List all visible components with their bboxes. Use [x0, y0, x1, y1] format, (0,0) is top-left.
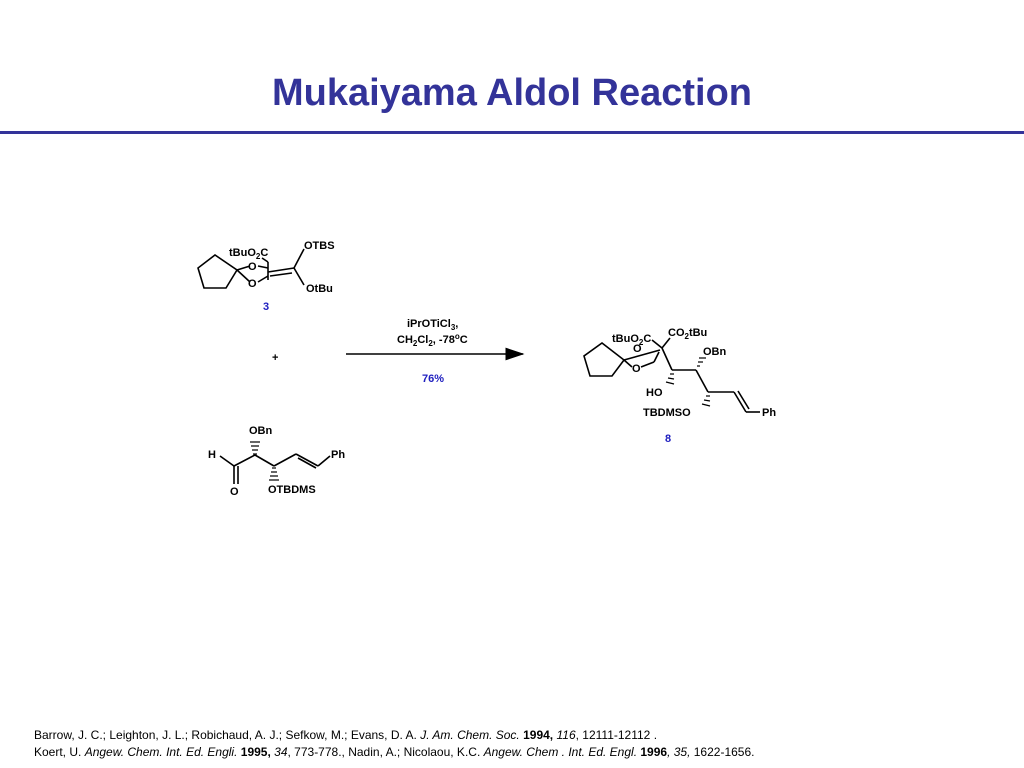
reactant-3-otbu-label: OtBu — [306, 283, 333, 295]
references: Barrow, J. C.; Leighton, J. L.; Robichau… — [34, 727, 1014, 761]
conditions-reagent: iPrOTiCl3, — [407, 318, 458, 332]
compound-number-8: 8 — [665, 433, 671, 445]
product-co2tbu-label: CO2tBu — [668, 327, 707, 341]
slide-title: Mukaiyama Aldol Reaction — [271, 72, 753, 114]
reactant-3-structure: tBuO2C O O OTBS OtBu 3 — [197, 240, 335, 313]
conditions-solvent-temp: CH2Cl2, -78oC — [397, 332, 468, 348]
aldehyde-obn-label: OBn — [249, 425, 273, 437]
aldehyde-h-label: H — [208, 449, 216, 461]
reference-1: Barrow, J. C.; Leighton, J. L.; Robichau… — [34, 728, 658, 742]
aldehyde-ph-label: Ph — [331, 449, 345, 461]
plus-sign: + — [272, 352, 278, 364]
product-o-bottom: O — [632, 363, 641, 375]
product-ph-label: Ph — [762, 407, 776, 419]
product-obn-label: OBn — [703, 346, 727, 358]
aldehyde-structure: OBn H O Ph OTBDMS — [208, 425, 345, 498]
reactant-3-tbuo2c-label: tBuO2C — [229, 247, 268, 261]
product-tbuo2c-label: tBuO2C — [612, 333, 651, 347]
aldehyde-otbdms-label: OTBDMS — [268, 484, 316, 496]
product-cyclopentane-ring — [583, 342, 626, 377]
product-o-top: O — [633, 343, 642, 355]
product-ho-label: HO — [646, 387, 663, 399]
title-underline — [0, 131, 1024, 134]
reference-2: Koert, U. Angew. Chem. Int. Ed. Engli. 1… — [34, 745, 755, 759]
reaction-yield: 76% — [422, 373, 444, 385]
reactant-3-o-bottom: O — [248, 278, 257, 290]
compound-number-3: 3 — [263, 301, 269, 313]
aldehyde-o-label: O — [230, 486, 239, 498]
reactant-3-o-top: O — [248, 261, 257, 273]
cyclopentane-ring — [197, 254, 239, 289]
product-8-structure: tBuO2C CO2tBu O O OBn HO TBDMSO Ph 8 — [583, 327, 776, 445]
reactant-3-otbs-label: OTBS — [304, 240, 335, 252]
product-tbdmso-label: TBDMSO — [643, 407, 691, 419]
